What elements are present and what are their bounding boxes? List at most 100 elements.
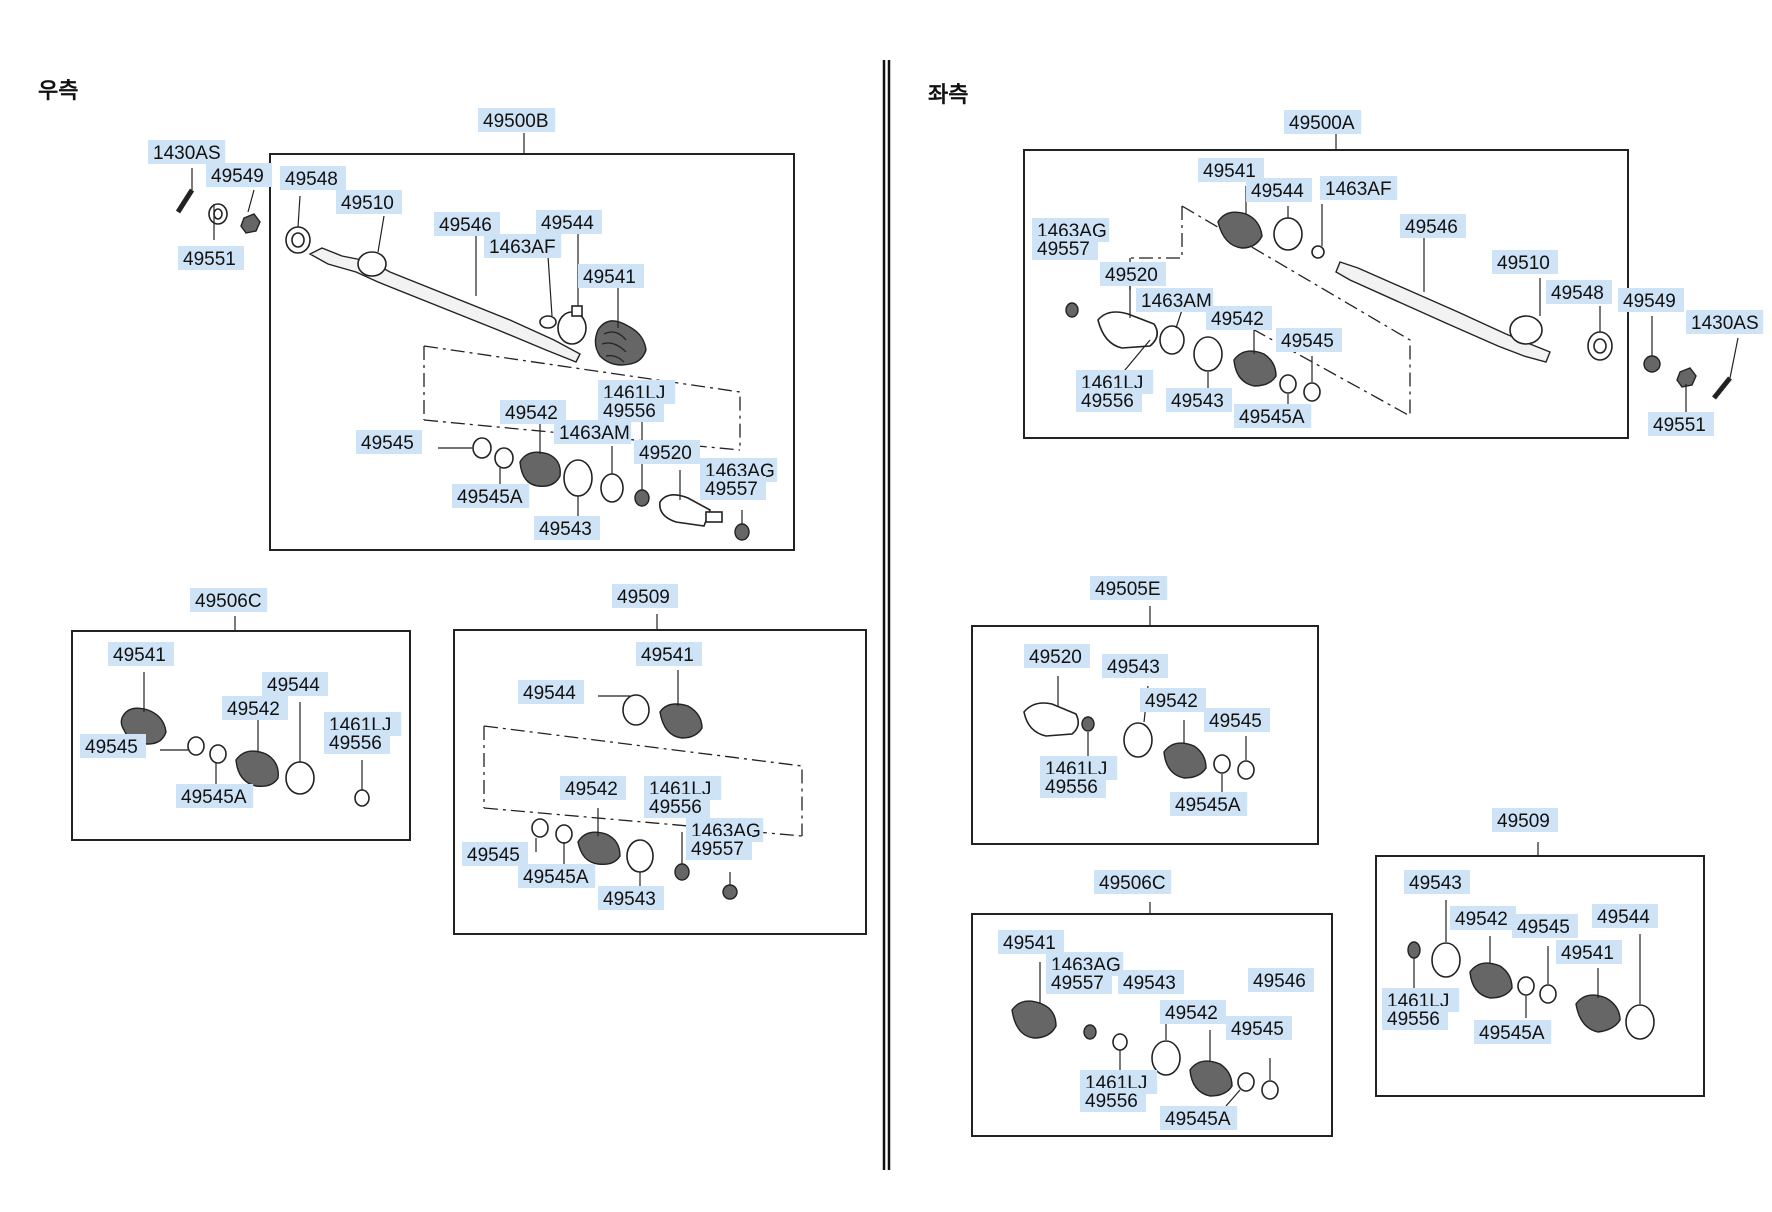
nut-1463AG-part <box>734 510 750 541</box>
label-highlight <box>644 794 710 818</box>
label-highlight <box>1450 906 1516 930</box>
part-label-c-49557: 49557 <box>1046 970 1112 994</box>
part-number-text: 49545A <box>1165 1109 1231 1130</box>
label-highlight <box>1276 328 1342 352</box>
part-number-text: 49543 <box>1171 391 1224 412</box>
part-label-l-49500A: 49500A <box>1284 110 1362 134</box>
boot-49541-part <box>594 280 647 366</box>
part-label-c-49556: 49556 <box>1080 1088 1146 1112</box>
part-label-r-49520: 49520 <box>634 440 700 464</box>
part-number-text: 49556 <box>329 733 382 754</box>
part-label-c-49506C: 49506C <box>1094 870 1172 894</box>
label-highlight <box>1160 1106 1238 1130</box>
part-number-text: 49545 <box>85 737 138 758</box>
part-label-d-49544: 49544 <box>1592 904 1658 928</box>
part-label-e-49543: 49543 <box>1102 654 1168 678</box>
part-number-text: 49545 <box>361 433 414 454</box>
label-highlight <box>484 234 562 258</box>
label-highlight <box>1136 288 1214 312</box>
part-label-l-49545: 49545 <box>1276 328 1342 352</box>
part-number-text: 49543 <box>1409 873 1462 894</box>
part-label-l-49546: 49546 <box>1400 214 1466 238</box>
part-number-text: 49546 <box>1253 971 1306 992</box>
part-number-text: 49545A <box>1175 795 1241 816</box>
part-label-l-1463AF: 1463AF <box>1320 176 1398 200</box>
label-highlight <box>1492 250 1558 274</box>
part-label-a-49545: 49545 <box>80 734 146 758</box>
part-number-text: 49556 <box>1085 1091 1138 1112</box>
part-number-text: 1463AM <box>559 423 630 444</box>
part-label-r-49541: 49541 <box>578 264 644 288</box>
assembly-frame-49509-left <box>1375 855 1705 1097</box>
part-label-l-49556: 49556 <box>1076 388 1142 412</box>
clamp-49545-e-part <box>1237 736 1255 780</box>
part-number-text: 49548 <box>1551 283 1604 304</box>
label-highlight <box>1474 1020 1552 1044</box>
clamp-49544-part <box>557 232 587 345</box>
label-highlight <box>1102 654 1168 678</box>
part-number-text: 49546 <box>439 215 492 236</box>
part-number-text: 49557 <box>1037 239 1090 260</box>
clamp-49544-b-part <box>598 694 650 726</box>
clamp-49543-l-part <box>1193 336 1223 390</box>
part-number-text: 1430AS <box>1691 313 1759 334</box>
label-highlight <box>324 730 390 754</box>
part-label-d-49556: 49556 <box>1382 1006 1448 1030</box>
joint-49520-e-part <box>1023 676 1080 737</box>
part-number-text: 49510 <box>341 193 394 214</box>
part-label-r-49543: 49543 <box>534 516 600 540</box>
part-label-l-49549: 49549 <box>1618 288 1684 312</box>
part-number-text: 49542 <box>1145 691 1198 712</box>
part-number-text: 49551 <box>1653 415 1706 436</box>
boot-49542-l-part <box>1233 330 1277 387</box>
subassembly-outline-left <box>1129 205 1411 417</box>
part-label-l-1430AS: 1430AS <box>1686 310 1764 334</box>
clamp-49545-b-part <box>531 818 549 852</box>
part-label-e-49520: 49520 <box>1024 644 1090 668</box>
part-label-d-49545: 49545 <box>1512 914 1578 938</box>
part-label-r-49548: 49548 <box>280 166 346 190</box>
bolt-1430AS-l-part <box>1712 337 1739 400</box>
label-highlight <box>578 264 644 288</box>
part-label-d-49542: 49542 <box>1450 906 1516 930</box>
part-number-text: 49543 <box>603 889 656 910</box>
part-label-l-49543: 49543 <box>1166 388 1232 412</box>
part-number-text: 49557 <box>705 479 758 500</box>
part-label-c-49546: 49546 <box>1248 968 1314 992</box>
part-number-text: 49545 <box>467 845 520 866</box>
label-highlight <box>336 190 402 214</box>
label-highlight <box>1080 1088 1146 1112</box>
part-number-text: 49543 <box>539 519 592 540</box>
label-highlight <box>1166 388 1232 412</box>
part-number-text: 49544 <box>541 213 594 234</box>
label-highlight <box>452 484 530 508</box>
part-number-text: 49520 <box>639 443 692 464</box>
part-label-l-49548: 49548 <box>1546 280 1612 304</box>
part-number-text: 49544 <box>523 683 576 704</box>
label-highlight <box>1382 1006 1448 1030</box>
drive-shaft-49510-l-part <box>1335 236 1551 363</box>
label-highlight <box>598 398 664 422</box>
part-label-b-49544: 49544 <box>518 680 584 704</box>
part-label-d-49545A: 49545A <box>1474 1020 1552 1044</box>
part-number-text: 49549 <box>211 166 264 187</box>
part-number-text: 49506C <box>1099 873 1166 894</box>
part-number-text: 49541 <box>1561 943 1614 964</box>
part-label-r-49544: 49544 <box>536 210 602 234</box>
clamp-49543-d-part <box>1431 900 1461 978</box>
part-number-text: 49542 <box>1455 909 1508 930</box>
part-number-text: 49545A <box>181 787 247 808</box>
clamp-49545-part <box>438 437 492 459</box>
part-number-text: 49557 <box>1051 973 1104 994</box>
part-number-text: 49545 <box>1209 711 1262 732</box>
part-label-e-49542: 49542 <box>1140 688 1206 712</box>
clamp-49545A-d-part <box>1517 976 1535 1018</box>
ring-1463AF-part <box>547 255 553 317</box>
clamp-49545-c-part <box>1261 1058 1279 1100</box>
clamp-49545A-c-part <box>1225 1072 1255 1107</box>
part-number-text: 49549 <box>1623 291 1676 312</box>
joint-49520-l-part <box>1097 286 1158 349</box>
label-highlight <box>1234 404 1312 428</box>
label-highlight <box>1140 688 1206 712</box>
boot-49542-e-part <box>1163 720 1207 779</box>
